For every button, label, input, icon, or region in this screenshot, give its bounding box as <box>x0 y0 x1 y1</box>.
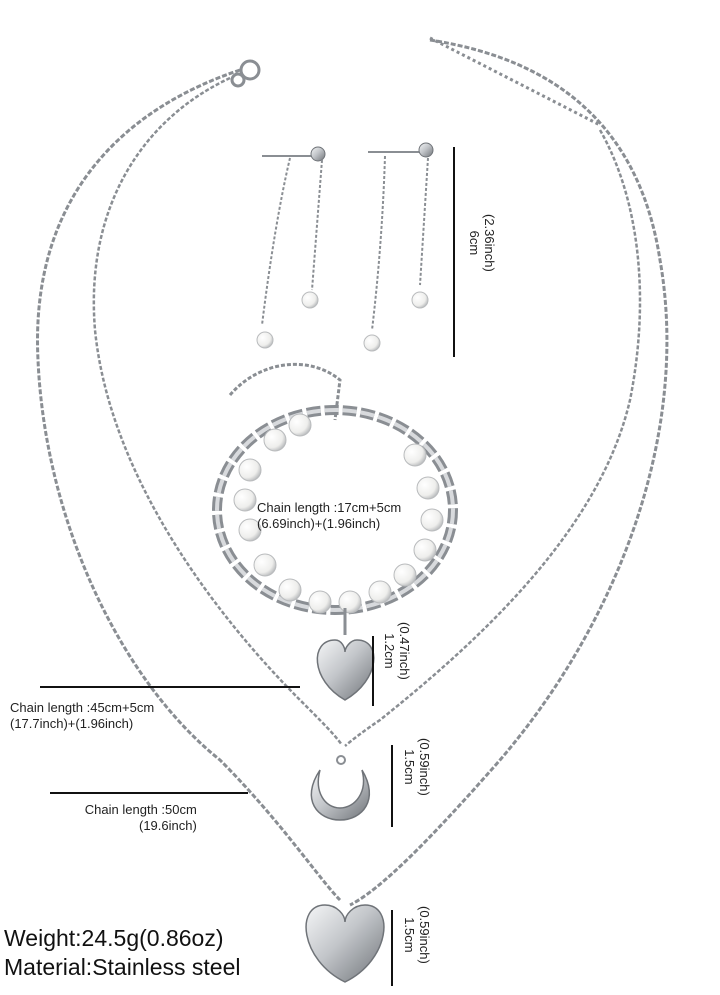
bracelet-pendant-dimension-line <box>372 636 374 706</box>
heart-pendant-dimension-line <box>391 910 393 986</box>
heart-pendant-cm: 1.5cm <box>402 917 417 953</box>
earring-dimension-line <box>453 147 455 357</box>
heart-pendant-size-label: (0.59inch) 1.5cm <box>402 906 432 964</box>
bracelet <box>212 362 458 635</box>
earring-length-label: (2.36inch) 6cm <box>467 214 497 272</box>
short-necklace-chain <box>92 76 642 747</box>
moon-pendant-dimension-line <box>391 745 393 827</box>
moon-pendant-cm: 1.5cm <box>402 749 417 785</box>
earring-length-inch: (2.36inch) <box>482 214 497 272</box>
heart-pendant-inch: (0.59inch) <box>417 906 432 964</box>
bracelet-chain-length-cm: Chain length :17cm+5cm <box>257 500 402 515</box>
long-necklace-chain-label: Chain length :50cm (19.6inch) <box>65 802 197 834</box>
spec-weight: Weight:24.5g(0.86oz) <box>4 925 224 951</box>
bracelet-chain-length-inch: (6.69inch)+(1.96inch) <box>257 516 381 531</box>
spec-material: Material:Stainless steel <box>4 954 241 980</box>
long-necklace-chain-length-inch: (19.6inch) <box>139 818 197 833</box>
clasp-icon <box>230 36 601 127</box>
short-necklace-chain-length-cm: Chain length :45cm+5cm <box>10 700 155 715</box>
long-necklace-chain <box>36 38 669 907</box>
bracelet-heart-pendant-icon <box>316 639 375 701</box>
earring-length-cm: 6cm <box>467 230 482 256</box>
long-necklace-chain-length-cm: Chain length :50cm <box>84 802 197 817</box>
moon-pendant-icon <box>310 769 371 821</box>
short-necklace-dimension-line <box>40 686 300 688</box>
bracelet-pendant-size-label: (0.47inch) 1.2cm <box>382 622 412 680</box>
earrings <box>256 142 434 352</box>
necklace-heart-pendant-icon <box>305 904 385 983</box>
long-necklace-dimension-line <box>50 792 248 794</box>
short-necklace-chain-label: Chain length :45cm+5cm (17.7inch)+(1.96i… <box>10 700 154 732</box>
bracelet-pendant-cm: 1.2cm <box>382 633 397 669</box>
moon-pendant-size-label: (0.59inch) 1.5cm <box>402 738 432 796</box>
moon-pendant-inch: (0.59inch) <box>417 738 432 796</box>
bracelet-chain-label: Chain length :17cm+5cm (6.69inch)+(1.96i… <box>257 500 401 532</box>
short-necklace-chain-length-inch: (17.7inch)+(1.96inch) <box>10 716 134 731</box>
bracelet-pendant-inch: (0.47inch) <box>397 622 412 680</box>
